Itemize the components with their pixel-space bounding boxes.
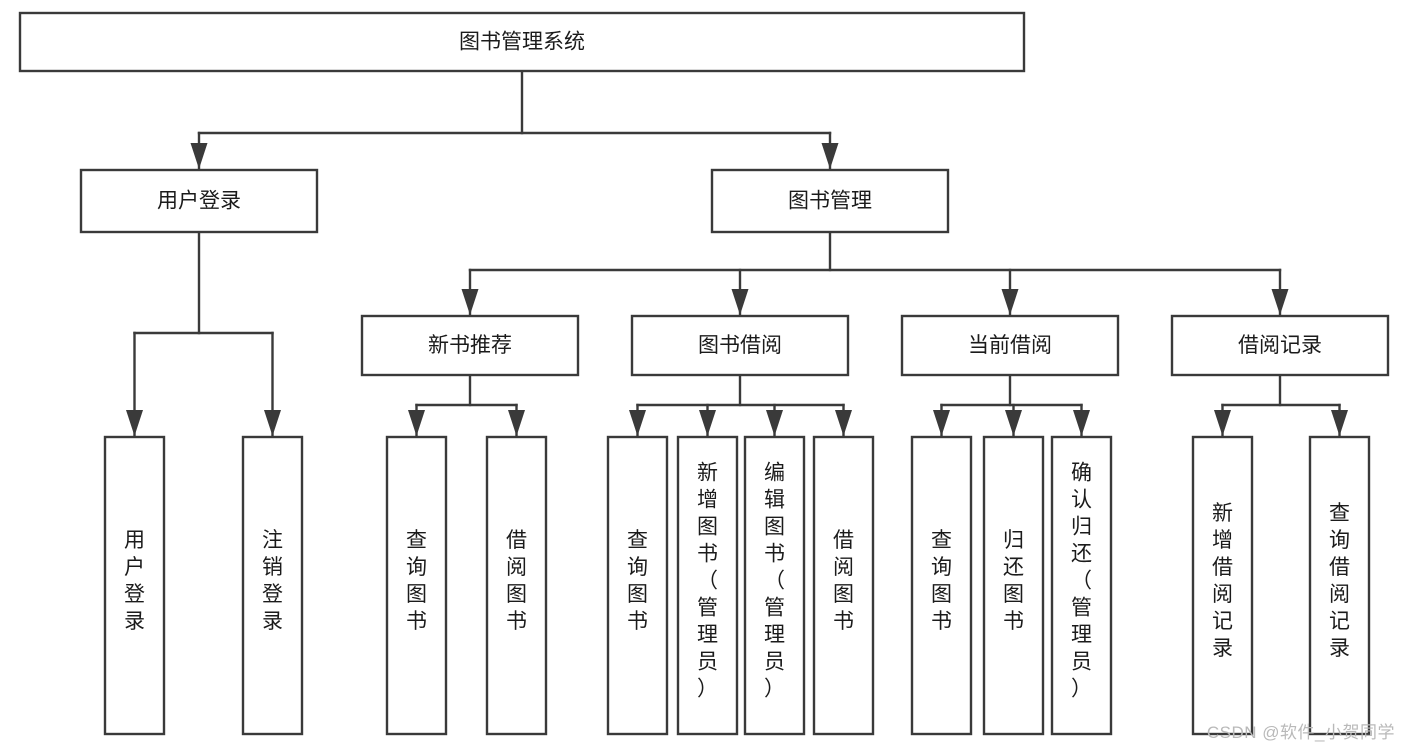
node-leaf-query-book-rec[interactable]: 查询图书 <box>385 435 448 736</box>
node-label: 查询借阅记录 <box>1329 502 1350 660</box>
node-label: 新书推荐 <box>428 334 512 357</box>
node-label: 图书借阅 <box>698 334 782 357</box>
node-label: 用户登录 <box>124 529 145 633</box>
node-leaf-confirm-return[interactable]: 确认归还（管理员） <box>1050 435 1113 736</box>
node-label: 图书管理系统 <box>459 31 585 54</box>
connector-arrowhead <box>1001 289 1019 315</box>
node-leaf-add-book[interactable]: 新增图书（管理员） <box>676 435 739 736</box>
node-label: 新增借阅记录 <box>1212 502 1233 660</box>
node-label: 查询图书 <box>627 529 648 633</box>
node-new-book-rec[interactable]: 新书推荐 <box>360 314 580 377</box>
node-leaf-borrow-book-rec[interactable]: 借阅图书 <box>485 435 548 736</box>
node-book-borrow[interactable]: 图书借阅 <box>630 314 850 377</box>
connector-arrowhead <box>408 410 425 436</box>
node-leaf-return-book[interactable]: 归还图书 <box>982 435 1045 736</box>
node-label: 借阅记录 <box>1238 334 1322 357</box>
connector-arrowhead <box>190 143 208 169</box>
node-label: 新增图书（管理员） <box>697 462 718 701</box>
connector-arrowhead <box>835 410 852 436</box>
nodes-layer: 图书管理系统用户登录图书管理新书推荐图书借阅当前借阅借阅记录用户登录注销登录查询… <box>18 11 1390 736</box>
connector-arrowhead <box>461 289 479 315</box>
node-label: 当前借阅 <box>968 334 1052 357</box>
node-undefined[interactable]: 图书管理系统 <box>18 11 1026 73</box>
node-leaf-user-logout[interactable]: 注销登录 <box>241 435 304 736</box>
node-leaf-edit-book[interactable]: 编辑图书（管理员） <box>743 435 806 736</box>
connector-arrowhead <box>629 410 646 436</box>
connector-arrowhead <box>1214 410 1231 436</box>
node-label: 图书管理 <box>788 190 872 213</box>
node-label: 确认归还（管理员） <box>1071 462 1092 701</box>
connector-arrowhead <box>766 410 783 436</box>
node-leaf-borrow-book[interactable]: 借阅图书 <box>812 435 875 736</box>
node-borrow-record[interactable]: 借阅记录 <box>1170 314 1390 377</box>
node-book-manage[interactable]: 图书管理 <box>710 168 950 234</box>
connector-arrowhead <box>933 410 950 436</box>
node-leaf-add-record[interactable]: 新增借阅记录 <box>1191 435 1254 736</box>
connector-arrowhead <box>1073 410 1090 436</box>
node-label: 归还图书 <box>1003 529 1024 633</box>
node-label: 查询图书 <box>406 529 427 633</box>
node-leaf-query-book-borrow[interactable]: 查询图书 <box>606 435 669 736</box>
connector-arrowhead <box>1331 410 1348 436</box>
connector-arrowhead <box>264 410 281 436</box>
connector-arrowhead <box>1005 410 1022 436</box>
node-label: 注销登录 <box>262 529 283 633</box>
connectors-layer <box>126 69 1348 438</box>
connector-arrowhead <box>731 289 749 315</box>
node-label: 借阅图书 <box>833 529 854 633</box>
connector-arrowhead <box>1271 289 1289 315</box>
node-leaf-user-login[interactable]: 用户登录 <box>103 435 166 736</box>
csdn-watermark: CSDN @软件_小贺同学 <box>1206 723 1395 742</box>
node-leaf-query-book-cur[interactable]: 查询图书 <box>910 435 973 736</box>
node-label: 查询图书 <box>931 529 952 633</box>
node-label: 用户登录 <box>157 190 241 213</box>
node-leaf-query-record[interactable]: 查询借阅记录 <box>1308 435 1371 736</box>
connector-arrowhead <box>699 410 716 436</box>
node-user-login[interactable]: 用户登录 <box>79 168 319 234</box>
node-label: 借阅图书 <box>506 529 527 633</box>
connector-arrowhead <box>508 410 525 436</box>
node-label: 编辑图书（管理员） <box>764 462 785 701</box>
connector-arrowhead <box>126 410 143 436</box>
node-current-borrow[interactable]: 当前借阅 <box>900 314 1120 377</box>
connector-arrowhead <box>821 143 839 169</box>
